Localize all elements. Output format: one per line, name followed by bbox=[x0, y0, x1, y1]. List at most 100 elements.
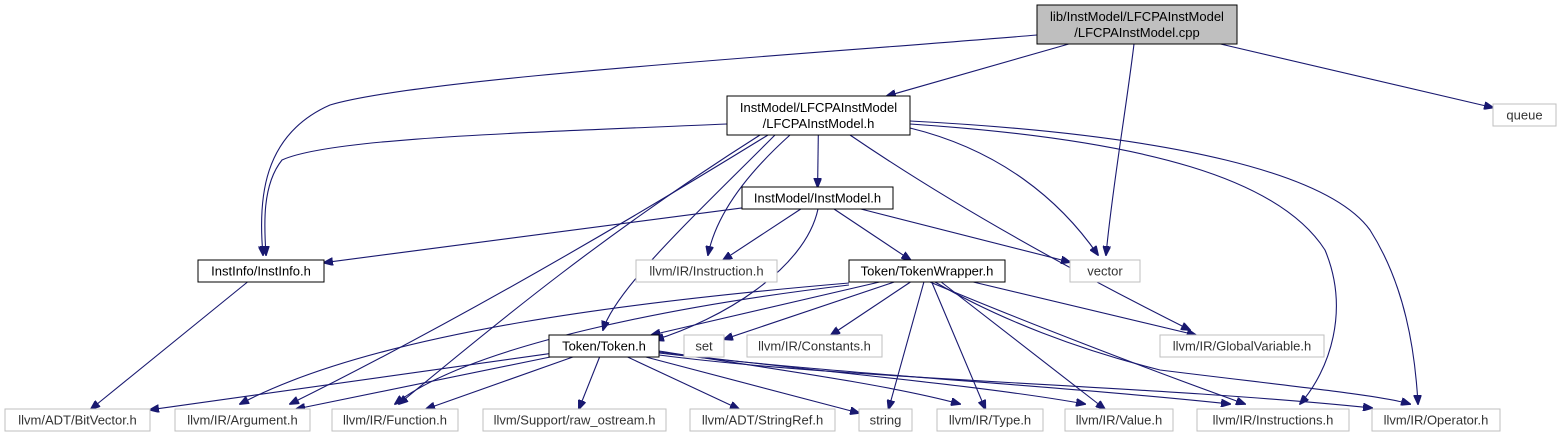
edge-token_h-to-operator_h bbox=[658, 354, 1372, 408]
node-box bbox=[1069, 259, 1141, 283]
edge-lfcpa_h-to-instinfo_h bbox=[265, 123, 728, 255]
node-box bbox=[1371, 408, 1501, 432]
node-label: string bbox=[870, 413, 902, 428]
node-token_h[interactable]: Token/Token.h bbox=[548, 334, 660, 358]
node-instruction_h: llvm/IR/Instruction.h bbox=[635, 259, 778, 283]
node-box bbox=[4, 408, 151, 432]
edge-tokenwrapper_h-to-operator_h bbox=[934, 281, 1410, 404]
edge-lfcpa_h-to-vector bbox=[909, 127, 1098, 255]
node-label: llvm/IR/Value.h bbox=[1076, 413, 1162, 428]
node-label: llvm/IR/Instruction.h bbox=[649, 264, 763, 279]
edge-lfcpa_cpp-to-vector bbox=[1106, 43, 1135, 255]
node-stringref_h: llvm/ADT/StringRef.h bbox=[689, 408, 836, 432]
edge-tokenwrapper_h-to-value_h bbox=[940, 281, 1105, 409]
node-label: llvm/ADT/BitVector.h bbox=[18, 413, 136, 428]
edge-instinfo_h-to-bitvector_h bbox=[91, 281, 248, 409]
node-instructions_h: llvm/IR/Instructions.h bbox=[1196, 408, 1350, 432]
edge-tokenwrapper_h-to-argument_h bbox=[240, 282, 850, 404]
node-label: llvm/IR/Type.h bbox=[949, 413, 1031, 428]
edge-tokenwrapper_h-to-string bbox=[889, 281, 925, 409]
node-layer: lib/InstModel/LFCPAInstModel/LFCPAInstMo… bbox=[4, 4, 1557, 432]
node-box bbox=[848, 259, 1006, 283]
node-label: llvm/IR/Argument.h bbox=[187, 413, 298, 428]
node-set: set bbox=[683, 334, 725, 358]
node-label: llvm/ADT/StringRef.h bbox=[702, 413, 823, 428]
node-box bbox=[683, 334, 725, 358]
node-label: llvm/Support/raw_ostream.h bbox=[494, 413, 656, 428]
node-box bbox=[331, 408, 459, 432]
node-label: llvm/IR/GlobalVariable.h bbox=[1173, 339, 1311, 354]
node-label: InstModel/LFCPAInstModel bbox=[740, 100, 897, 115]
edge-lfcpa_h-to-instmodel_h bbox=[818, 134, 819, 187]
node-box bbox=[1196, 408, 1350, 432]
edge-lfcpa_h-to-argument_h bbox=[290, 134, 769, 404]
node-box bbox=[858, 408, 913, 432]
edge-tokenwrapper_h-to-set bbox=[724, 281, 895, 339]
node-lfcpa_h[interactable]: InstModel/LFCPAInstModel/LFCPAInstModel.… bbox=[726, 95, 911, 136]
node-label: Token/TokenWrapper.h bbox=[861, 264, 994, 279]
node-box bbox=[482, 408, 667, 432]
node-function_h: llvm/IR/Function.h bbox=[331, 408, 459, 432]
edge-token_h-to-bitvector_h bbox=[150, 353, 550, 410]
edge-tokenwrapper_h-to-globalvariable_h bbox=[973, 281, 1196, 335]
edge-token_h-to-function_h bbox=[426, 356, 574, 409]
edge-instmodel_h-to-vector bbox=[860, 208, 1070, 262]
node-bitvector_h: llvm/ADT/BitVector.h bbox=[4, 408, 151, 432]
node-box bbox=[741, 186, 894, 210]
node-instmodel_h[interactable]: InstModel/InstModel.h bbox=[741, 186, 894, 210]
node-label: /LFCPAInstModel.h bbox=[763, 116, 875, 131]
edge-lfcpa_h-to-instructions_h bbox=[909, 123, 1337, 404]
node-label: llvm/IR/Function.h bbox=[343, 413, 447, 428]
node-operator_h: llvm/IR/Operator.h bbox=[1371, 408, 1501, 432]
edge-instmodel_h-to-token_h bbox=[655, 208, 819, 340]
edge-lfcpa_cpp-to-queue bbox=[1220, 43, 1494, 108]
node-type_h: llvm/IR/Type.h bbox=[936, 408, 1044, 432]
node-queue: queue bbox=[1492, 103, 1557, 127]
node-box bbox=[635, 259, 778, 283]
node-box bbox=[1036, 4, 1238, 45]
edge-lfcpa_cpp-to-lfcpa_h bbox=[887, 43, 1069, 96]
node-globalvariable_h: llvm/IR/GlobalVariable.h bbox=[1159, 334, 1325, 358]
node-label: InstInfo/InstInfo.h bbox=[211, 264, 311, 279]
edge-lfcpa_h-to-globalvariable_h bbox=[849, 134, 1190, 330]
node-box bbox=[197, 259, 325, 283]
node-label: InstModel/InstModel.h bbox=[754, 191, 881, 206]
edge-instmodel_h-to-tokenwrapper_h bbox=[833, 208, 911, 260]
node-label: /LFCPAInstModel.cpp bbox=[1074, 25, 1199, 40]
edge-tokenwrapper_h-to-constants_h bbox=[831, 281, 911, 335]
node-tokenwrapper_h[interactable]: Token/TokenWrapper.h bbox=[848, 259, 1006, 283]
node-label: set bbox=[695, 339, 713, 354]
node-box bbox=[1159, 334, 1325, 358]
node-vector: vector bbox=[1069, 259, 1141, 283]
edge-token_h-to-instructions_h bbox=[658, 352, 1230, 404]
edge-token_h-to-argument_h bbox=[296, 356, 551, 409]
edge-lfcpa_h-to-token_h bbox=[603, 134, 776, 330]
edge-lfcpa_cpp-to-instinfo_h bbox=[261, 34, 1038, 255]
edge-token_h-to-string bbox=[645, 356, 859, 413]
edge-tokenwrapper_h-to-token_h bbox=[651, 281, 880, 335]
node-box bbox=[936, 408, 1044, 432]
edge-layer bbox=[91, 34, 1494, 413]
node-label: vector bbox=[1087, 264, 1123, 279]
node-box bbox=[1064, 408, 1174, 432]
edge-lfcpa_h-to-instruction_h bbox=[708, 134, 791, 255]
node-box bbox=[1492, 103, 1557, 127]
node-lfcpa_cpp[interactable]: lib/InstModel/LFCPAInstModel/LFCPAInstMo… bbox=[1036, 4, 1238, 45]
node-argument_h: llvm/IR/Argument.h bbox=[174, 408, 311, 432]
node-box bbox=[726, 95, 911, 136]
edge-instmodel_h-to-instruction_h bbox=[723, 208, 802, 260]
node-instinfo_h[interactable]: InstInfo/InstInfo.h bbox=[197, 259, 325, 283]
edge-lfcpa_h-to-operator_h bbox=[909, 120, 1418, 404]
edge-tokenwrapper_h-to-instructions_h bbox=[929, 281, 1245, 404]
node-value_h: llvm/IR/Value.h bbox=[1064, 408, 1174, 432]
edge-token_h-to-type_h bbox=[658, 350, 960, 404]
node-box bbox=[689, 408, 836, 432]
node-box bbox=[548, 334, 660, 358]
node-label: llvm/IR/Instructions.h bbox=[1213, 413, 1334, 428]
edge-token_h-to-stringref_h bbox=[627, 356, 739, 409]
edge-token_h-to-raw_ostream_h bbox=[579, 356, 601, 409]
node-label: Token/Token.h bbox=[562, 339, 646, 354]
node-box bbox=[174, 408, 311, 432]
node-string: string bbox=[858, 408, 913, 432]
